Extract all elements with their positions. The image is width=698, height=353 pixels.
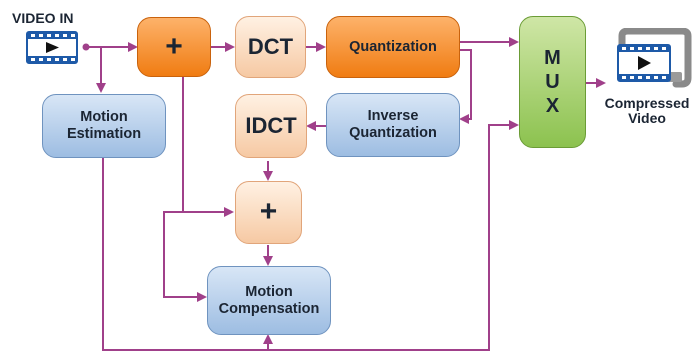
idct-block: IDCT: [235, 94, 307, 158]
mux-block: M U X: [519, 16, 586, 148]
dct-block: DCT: [235, 16, 306, 78]
motion-estimation-block: Motion Estimation: [42, 94, 166, 158]
motion-compensation-block: Motion Compensation: [207, 266, 331, 335]
inverse-quantization-block: Inverse Quantization: [326, 93, 460, 157]
compressed-film-icon: [606, 27, 694, 90]
video-in-label: VIDEO IN: [12, 10, 74, 26]
quantization-block: Quantization: [326, 16, 460, 78]
mux-letter-m: M: [544, 47, 561, 69]
compressed-video-label: Compressed Video: [604, 95, 690, 126]
film-icon: [26, 31, 78, 64]
mux-letter-u: U: [545, 71, 560, 93]
play-icon: [46, 42, 59, 53]
adder-bottom: +: [235, 181, 302, 244]
adder-top: +: [137, 17, 211, 77]
mux-letter-x: X: [545, 95, 560, 117]
